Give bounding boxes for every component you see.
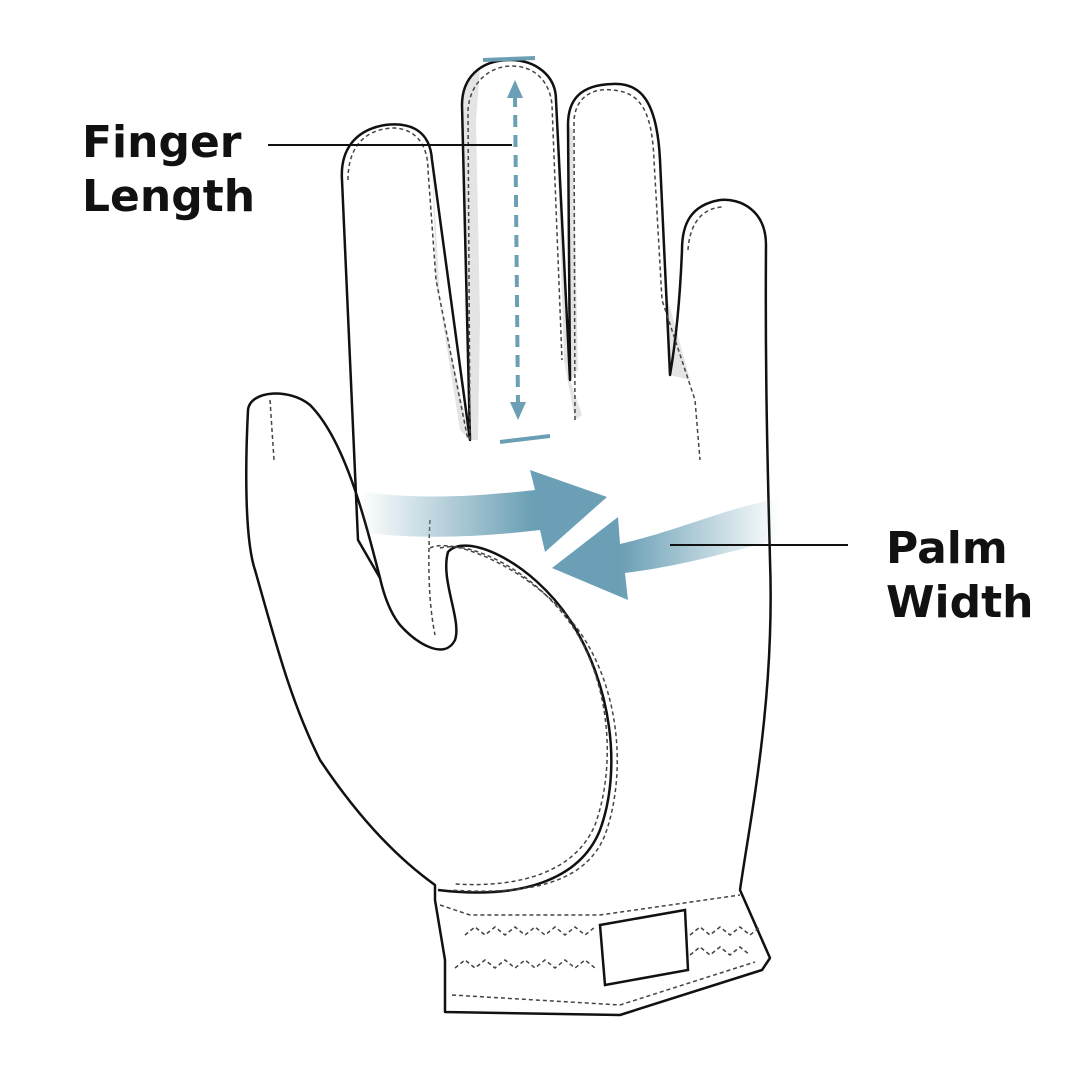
palm-width-label-line1: Palm <box>886 523 1008 574</box>
arrow-left <box>552 498 780 600</box>
finger-stitching <box>347 65 723 461</box>
cuff <box>439 894 761 1006</box>
palm-width-label: Palm Width <box>886 522 1033 630</box>
arrow-right <box>360 470 607 552</box>
palm-width-label-line2: Width <box>886 577 1034 628</box>
finger-length-label-line1: Finger <box>82 117 242 168</box>
finger-length-label: Finger Length <box>82 116 255 224</box>
cuff-tab <box>598 908 690 987</box>
finger-length-dashed-arrow <box>482 56 551 444</box>
finger-length-label-line2: Length <box>82 171 256 222</box>
palm-width-arrows <box>360 470 780 600</box>
finger-shading <box>432 68 690 440</box>
thumb-crease <box>378 544 613 894</box>
